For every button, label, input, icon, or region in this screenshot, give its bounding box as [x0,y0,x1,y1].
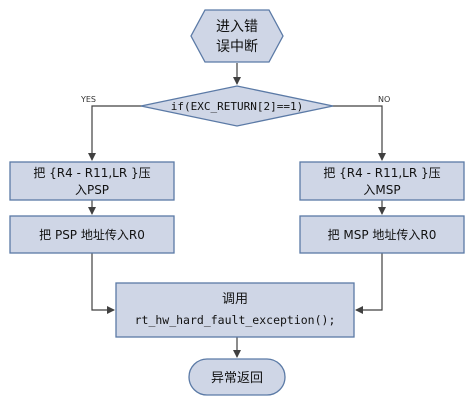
end-label: 异常返回 [211,371,263,386]
end-node: 异常返回 [188,358,286,396]
start-label-line1: 进入错 [216,19,258,35]
right-addr-label: 把 MSP 地址传入R0 [328,227,437,242]
left-addr-node: 把 PSP 地址传入R0 [9,215,175,254]
start-label-line2: 误中断 [216,39,258,55]
right-push-box [299,161,465,201]
call-box [115,282,355,338]
call-node: 调用 rt_hw_hard_fault_exception(); [115,282,355,338]
call-line2: rt_hw_hard_fault_exception(); [135,313,336,327]
connector-right-to-call [355,253,383,314]
right-push-line2: 入MSP [363,183,400,197]
left-push-node: 把 {R4 - R11,LR }压 入PSP [9,161,175,201]
right-push-line1: 把 {R4 - R11,LR }压 [323,166,440,180]
end-terminator [188,358,286,396]
left-push-line2: 入PSP [75,183,109,197]
connectors [88,63,386,358]
yes-label: YES [80,95,96,104]
connector-decision-to-left [88,105,142,161]
connector-left-to-call [91,253,115,314]
right-push-node: 把 {R4 - R11,LR }压 入MSP [299,161,465,201]
right-addr-box [299,215,465,254]
left-addr-label: 把 PSP 地址传入R0 [39,227,145,242]
start-hexagon [190,9,284,63]
start-node: 进入错 误中断 [190,9,284,63]
decision-node: if(EXC_RETURN[2]==1) [140,85,334,127]
decision-label: if(EXC_RETURN[2]==1) [171,100,303,113]
call-line1: 调用 [222,292,248,307]
left-addr-box [9,215,175,254]
connector-decision-to-right [332,105,386,161]
left-push-line1: 把 {R4 - R11,LR }压 [33,166,150,180]
right-addr-node: 把 MSP 地址传入R0 [299,215,465,254]
left-push-box [9,161,175,201]
no-label: NO [378,95,390,104]
decision-diamond [140,85,334,127]
